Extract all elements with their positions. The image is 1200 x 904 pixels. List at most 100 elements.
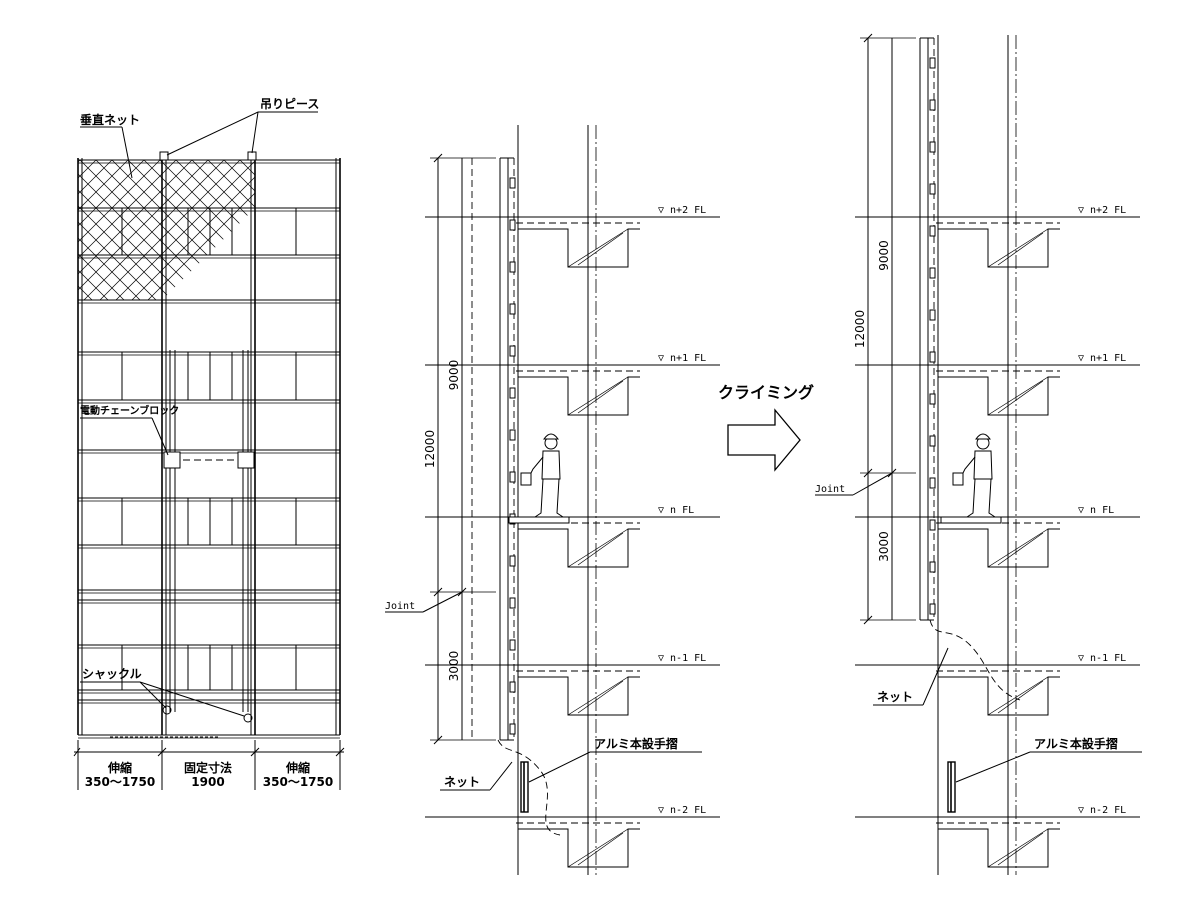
climbing-arrow-icon xyxy=(727,408,801,472)
vertical-net-area-center xyxy=(162,160,255,300)
mesh-panel xyxy=(209,497,233,546)
floor-slab xyxy=(518,216,640,268)
scaffold-bracket xyxy=(509,723,516,735)
dimension-total: 12000 xyxy=(423,430,437,468)
mesh-panel xyxy=(81,497,123,546)
handrail-leader xyxy=(528,751,591,783)
mesh-panel xyxy=(254,351,297,401)
scaffold-bracket xyxy=(929,435,936,447)
dimension-upper: 9000 xyxy=(877,240,891,271)
slab-hatch xyxy=(567,228,629,268)
worker-body xyxy=(541,450,561,480)
dim-tick xyxy=(863,615,873,625)
floor-slab xyxy=(938,216,1060,268)
dimension-total: 12000 xyxy=(853,310,867,348)
slab-hatch xyxy=(997,532,1044,566)
scaffold-bracket xyxy=(929,267,936,279)
net-label: ネット xyxy=(877,690,913,704)
section-view-after-climbing: ▽ n+2 FL▽ n+1 FL▽ n FL▽ n-1 FL▽ n-2 FL12… xyxy=(815,33,1142,875)
mesh-panel xyxy=(81,351,123,401)
slab-hatch xyxy=(987,676,1049,716)
slab-hatch xyxy=(997,680,1044,714)
chain-block-left xyxy=(163,451,181,469)
scaffold-bracket xyxy=(509,303,516,315)
mesh-panel xyxy=(209,644,233,691)
mesh-panel xyxy=(254,497,297,546)
joint-leader xyxy=(422,591,463,613)
mesh-panel xyxy=(165,497,189,546)
scaffold-bracket xyxy=(509,681,516,693)
mesh-panel xyxy=(165,351,189,401)
mesh-panel xyxy=(231,207,252,256)
slab-hatch xyxy=(577,832,624,866)
scaffold-bracket xyxy=(929,603,936,615)
floor-level-label: ▽ n+2 FL xyxy=(658,205,706,216)
slab-hatch xyxy=(987,376,1049,416)
width-center-value: 1900 xyxy=(191,775,224,789)
slab-hatch xyxy=(577,532,624,566)
width-left-title: 伸縮 xyxy=(107,760,132,775)
floor-slab xyxy=(938,364,1060,416)
worker-legs xyxy=(534,478,564,518)
floor-slab xyxy=(938,516,1060,568)
scaffold-bracket xyxy=(509,555,516,567)
safety-net-drape xyxy=(929,619,1021,701)
floor-level-label: ▽ n-2 FL xyxy=(658,805,706,816)
scaffold-bracket xyxy=(929,99,936,111)
dim-tick xyxy=(433,735,443,745)
scaffold-bracket xyxy=(929,519,936,531)
working-platform xyxy=(940,516,1002,524)
handrail-label: アルミ本設手摺 xyxy=(594,736,678,751)
dim-tick xyxy=(863,468,873,478)
scaffold-bracket xyxy=(929,309,936,321)
worker-body xyxy=(973,450,993,480)
worker-controller xyxy=(952,472,964,486)
slab-hatch xyxy=(567,676,629,716)
worker-helmet xyxy=(975,433,991,440)
slab-hatch xyxy=(987,228,1049,268)
slab-hatch xyxy=(577,232,624,266)
scaffold-bracket xyxy=(509,639,516,651)
mesh-panel xyxy=(121,644,163,691)
floor-slab xyxy=(938,816,1060,868)
floor-slab xyxy=(938,664,1060,716)
dimension-lower: 3000 xyxy=(877,531,891,562)
mesh-panel xyxy=(209,351,233,401)
mesh-panel xyxy=(295,497,337,546)
dim-tick xyxy=(863,33,873,43)
slab-hatch xyxy=(997,232,1044,266)
scaffold-bracket xyxy=(929,225,936,237)
slab-hatch xyxy=(567,828,629,868)
worker-helmet xyxy=(543,433,559,440)
floor-level-label: ▽ n FL xyxy=(1078,505,1114,516)
climbing-direction-arrow: クライミング xyxy=(718,383,814,472)
worker-controller xyxy=(520,472,532,486)
slab-hatch xyxy=(577,380,624,414)
handrail-label: アルミ本設手摺 xyxy=(1034,736,1118,751)
net-leader xyxy=(489,761,513,791)
slab-hatch xyxy=(567,376,629,416)
chain-block-label: 電動チェーンブロック xyxy=(80,404,179,417)
floor-level-label: ▽ n+1 FL xyxy=(658,353,706,364)
slab-hatch xyxy=(987,828,1049,868)
width-center-title: 固定寸法 xyxy=(184,760,232,775)
shackle-label: シャックル xyxy=(82,667,142,681)
width-left-value: 350〜1750 xyxy=(85,775,155,789)
dimension-lower: 3000 xyxy=(447,651,461,682)
mesh-panel xyxy=(295,207,337,256)
slab-hatch xyxy=(567,528,629,568)
scaffold-bracket xyxy=(509,261,516,273)
vertical-net-area-left xyxy=(78,160,162,300)
slab-hatch xyxy=(997,832,1044,866)
floor-slab xyxy=(518,516,640,568)
scaffold-bracket xyxy=(929,183,936,195)
scaffold-bracket xyxy=(509,177,516,189)
mesh-panel xyxy=(254,207,297,256)
floor-level-label: ▽ n FL xyxy=(658,505,694,516)
net-leader xyxy=(922,647,949,706)
scaffold-bracket xyxy=(929,141,936,153)
mesh-panel xyxy=(121,207,163,256)
width-right-title: 伸縮 xyxy=(285,760,310,775)
climbing-label: クライミング xyxy=(718,383,814,402)
